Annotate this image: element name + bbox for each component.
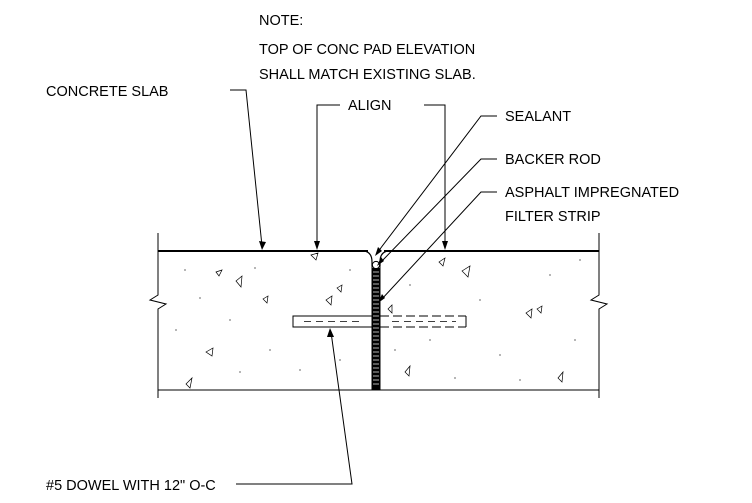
- dowel-bar: [292, 315, 467, 328]
- note-line-1: TOP OF CONC PAD ELEVATION: [259, 42, 475, 58]
- label-sealant: SEALANT: [505, 109, 571, 125]
- expansion-joint: [363, 250, 389, 390]
- label-align: ALIGN: [348, 98, 392, 114]
- aggregate-pattern: [185, 252, 564, 389]
- filter-strip: [372, 268, 380, 390]
- note-heading: NOTE:: [259, 13, 303, 29]
- note-line-2: SHALL MATCH EXISTING SLAB.: [259, 67, 476, 83]
- label-concrete-slab: CONCRETE SLAB: [46, 84, 168, 100]
- backer-rod-symbol: [371, 260, 381, 270]
- label-filter-strip-line-1: ASPHALT IMPREGNATED: [505, 185, 679, 201]
- note-block: NOTE: TOP OF CONC PAD ELEVATION SHALL MA…: [259, 13, 476, 83]
- aggregate-dots: [175, 259, 581, 381]
- label-dowel: #5 DOWEL WITH 12" O-C: [46, 478, 216, 494]
- label-backer-rod: BACKER ROD: [505, 152, 601, 168]
- label-filter-strip-line-2: FILTER STRIP: [505, 209, 601, 225]
- leaders: [230, 89, 497, 485]
